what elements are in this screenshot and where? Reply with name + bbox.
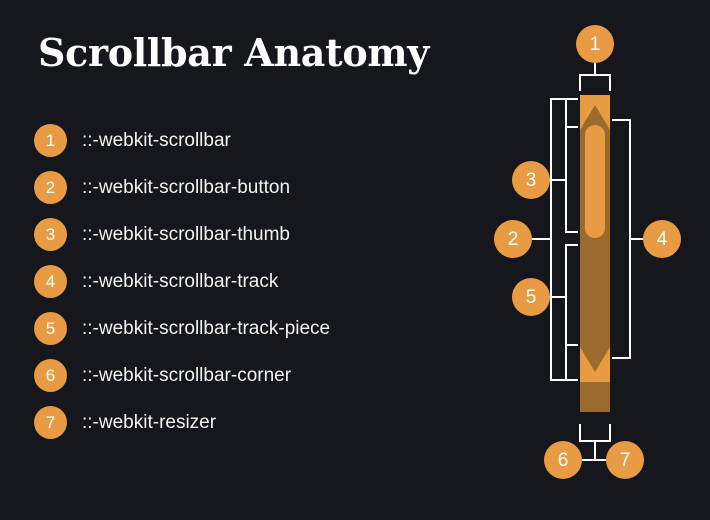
- legend-label-3: ::-webkit-scrollbar-thumb: [82, 223, 290, 245]
- callout-bracket-67: [579, 424, 611, 442]
- legend-badge-4: 4: [34, 265, 67, 298]
- scrollbar-thumb-shape: [585, 125, 605, 238]
- scrollbar-button-down-arrow-icon: [580, 347, 610, 372]
- legend-badge-7: 7: [34, 406, 67, 439]
- callout-badge-1: 1: [576, 25, 614, 63]
- legend-label-2: ::-webkit-scrollbar-button: [82, 176, 291, 198]
- callout-bracket-1: [579, 74, 611, 91]
- legend-label-7: ::-webkit-resizer: [82, 411, 217, 433]
- legend-badge-2: 2: [34, 171, 67, 204]
- legend-item-scrollbar-corner: 6 ::-webkit-scrollbar-corner: [34, 359, 464, 406]
- callout-badge-2: 2: [494, 220, 532, 258]
- page-title: Scrollbar Anatomy: [38, 30, 430, 75]
- legend-item-scrollbar-track-piece: 5 ::-webkit-scrollbar-track-piece: [34, 312, 464, 359]
- legend-item-scrollbar-button: 2 ::-webkit-scrollbar-button: [34, 171, 464, 218]
- legend-item-scrollbar-track: 4 ::-webkit-scrollbar-track: [34, 265, 464, 312]
- legend-badge-5: 5: [34, 312, 67, 345]
- callout-badge-5: 5: [512, 278, 550, 316]
- callout-bracket-3: [565, 126, 578, 233]
- scrollbar-button-up-arrow-icon: [580, 105, 610, 130]
- scrollbar-diagram: 1 2 3 4 5 6 7: [440, 0, 710, 520]
- legend-list: 1 ::-webkit-scrollbar 2 ::-webkit-scroll…: [34, 124, 464, 453]
- legend-label-5: ::-webkit-scrollbar-track-piece: [82, 317, 331, 339]
- legend-badge-3: 3: [34, 218, 67, 251]
- callout-badge-3: 3: [512, 161, 550, 199]
- callout-bracket-2-outer: [550, 98, 578, 381]
- callout-bracket-5: [565, 244, 578, 346]
- callout-bracket-4: [612, 119, 631, 359]
- callout-badge-4: 4: [643, 220, 681, 258]
- legend-item-scrollbar-thumb: 3 ::-webkit-scrollbar-thumb: [34, 218, 464, 265]
- legend-item-scrollbar: 1 ::-webkit-scrollbar: [34, 124, 464, 171]
- callout-badge-6: 6: [544, 441, 582, 479]
- diagram-graphics: [531, 61, 644, 461]
- legend-label-1: ::-webkit-scrollbar: [82, 129, 231, 151]
- legend-label-4: ::-webkit-scrollbar-track: [82, 270, 279, 292]
- callout-leader-lines: [531, 61, 644, 461]
- legend-item-resizer: 7 ::-webkit-resizer: [34, 406, 464, 453]
- legend-label-6: ::-webkit-scrollbar-corner: [82, 364, 292, 386]
- legend-badge-6: 6: [34, 359, 67, 392]
- scrollbar-corner-shape: [580, 382, 610, 412]
- legend-badge-1: 1: [34, 124, 67, 157]
- callout-badge-7: 7: [606, 441, 644, 479]
